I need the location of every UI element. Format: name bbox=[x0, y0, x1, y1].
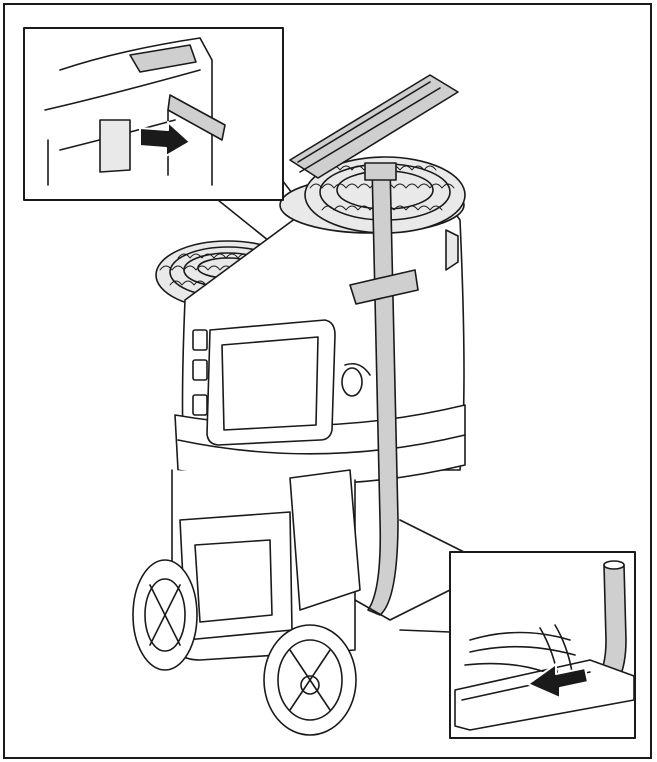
callout-top-left bbox=[23, 27, 284, 201]
side-latch bbox=[341, 229, 459, 397]
arrow-left-icon bbox=[527, 663, 589, 699]
arrow-right-icon bbox=[139, 121, 191, 157]
side-slots bbox=[192, 329, 208, 416]
callout-bottom-right bbox=[399, 551, 636, 739]
floor-nozzle bbox=[289, 74, 459, 179]
wheel-right bbox=[263, 624, 357, 736]
tank-window bbox=[206, 319, 336, 446]
hose-clip bbox=[349, 269, 419, 305]
wheel-left bbox=[132, 559, 198, 671]
trolley-frame bbox=[171, 469, 471, 661]
